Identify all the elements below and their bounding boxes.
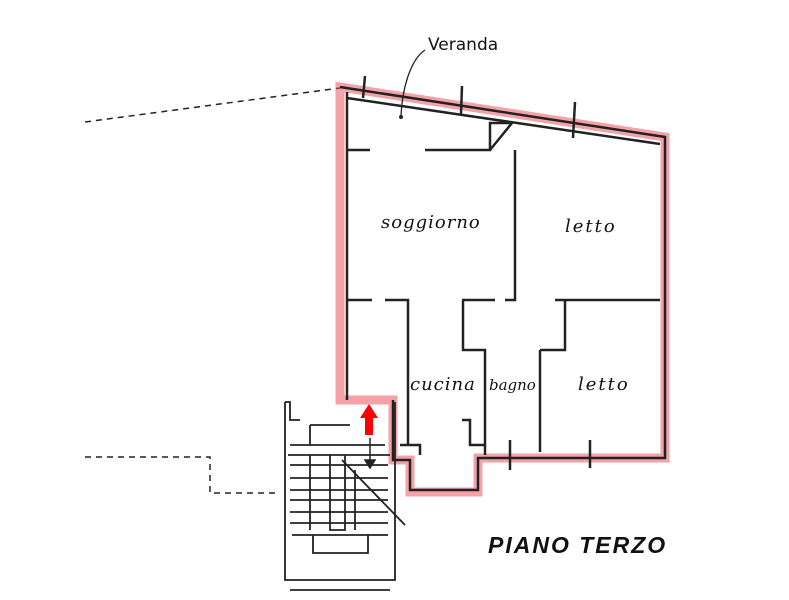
dashed-boundary <box>84 87 341 494</box>
apartment-highlight <box>335 81 670 497</box>
walls <box>339 75 667 492</box>
entry-arrow-icon <box>363 438 377 470</box>
entrance-arrow-icon <box>360 404 378 435</box>
veranda-pointer <box>400 49 426 117</box>
staircase <box>284 401 406 591</box>
room-label-bagno: bagno <box>489 376 536 394</box>
room-label-veranda: Veranda <box>428 35 499 55</box>
room-label-letto-2: letto <box>578 374 630 395</box>
room-label-cucina: cucina <box>410 374 476 395</box>
room-label-soggiorno: soggiorno <box>381 212 481 233</box>
plan-title: PIANO TERZO <box>488 532 668 558</box>
room-label-letto-1: letto <box>565 216 617 237</box>
